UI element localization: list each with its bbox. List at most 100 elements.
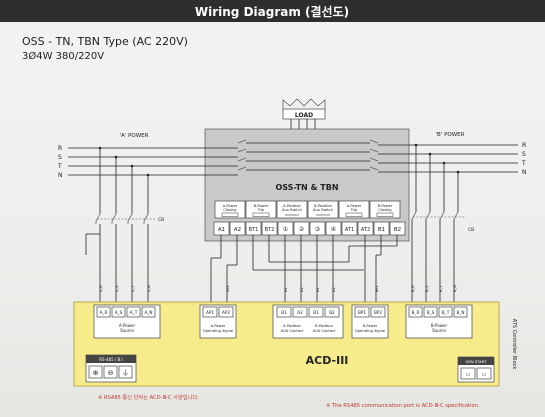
svg-text:AUX Contact: AUX Contact (281, 329, 304, 333)
svg-text:A_S: A_S (115, 310, 123, 315)
gen-start-port: GEN START ▭ ▭ (457, 356, 495, 383)
svg-text:B_T: B_T (442, 310, 450, 315)
svg-text:B-Position: B-Position (314, 204, 332, 208)
svg-text:B1: B1 (281, 310, 287, 315)
svg-text:AP1: AP1 (226, 285, 230, 292)
terminal-a1: A1 (218, 227, 225, 233)
svg-text:A2: A2 (297, 310, 303, 315)
svg-text:B_R: B_R (411, 285, 415, 292)
svg-text:AP1: AP1 (206, 310, 214, 315)
svg-text:A-Power: A-Power (223, 204, 238, 208)
svg-text:A_N: A_N (144, 310, 152, 315)
svg-text:A_T: A_T (130, 310, 138, 315)
b-phase-t: T (521, 160, 526, 167)
rs485-port: RS-485 / B.I ⊕ ⊖ ⏚ (85, 354, 137, 383)
svg-text:B-Position: B-Position (315, 324, 333, 328)
svg-text:A_R: A_R (100, 310, 108, 315)
svg-text:B_N: B_N (453, 285, 457, 292)
svg-text:Operating Signal: Operating Signal (203, 329, 233, 333)
svg-text:B2: B2 (332, 287, 336, 292)
rs485-ground-terminal: ⏚ (122, 369, 129, 377)
gen-start-terminal-1: ▭ (466, 372, 471, 378)
a-phase-s: S (58, 154, 62, 161)
b-breaker: CB (411, 143, 474, 246)
svg-text:A-Position: A-Position (283, 324, 301, 328)
svg-text:B-Power: B-Power (254, 204, 269, 208)
subtitle-system: 3Ø4W 380/220V (22, 50, 104, 62)
function-box-b-power-closing: B-Power Closing (369, 200, 401, 219)
terminal-bt1: BT1 (249, 227, 259, 233)
function-box-b-position-aux: B-Position Aux Switch (307, 200, 339, 219)
function-box-a-position-aux: A-Position Aux Switch (276, 200, 308, 219)
terminal-4: ④ (331, 226, 336, 233)
function-box-a-power-closing: A-Power Closing (214, 200, 246, 219)
terminal-at1: AT1 (345, 227, 354, 233)
terminal-bt2: BT2 (265, 227, 275, 233)
svg-text:A-Power: A-Power (211, 324, 226, 328)
terminal-2: ② (299, 226, 305, 233)
svg-text:BP1: BP1 (375, 285, 379, 292)
svg-text:B-Power: B-Power (363, 324, 378, 328)
acd-controller-block: ACD-III ATS Controller Block A_R A_S A_T… (73, 301, 517, 387)
a-phase-t: T (57, 163, 62, 170)
svg-text:B1: B1 (284, 287, 288, 292)
switch-terminals: A1 A2 BT1 BT2 ① ② ③ ④ AT1 AT2 B1 B2 (213, 221, 406, 236)
svg-text:B_S: B_S (425, 285, 429, 292)
svg-text:A_N: A_N (147, 285, 151, 292)
control-wires (99, 234, 455, 302)
b-phase-r: R (522, 142, 526, 149)
svg-text:AUX Contact: AUX Contact (313, 329, 336, 333)
controller-title: ACD-III (306, 354, 349, 367)
b-source-group: B_R B_S B_T B_N B-Power Source (405, 304, 473, 339)
b-operating-signal-group: BP1 BP2 B-Power Operating Signal (351, 304, 389, 339)
terminal-b1: B1 (378, 227, 385, 233)
svg-text:BP1: BP1 (358, 310, 366, 315)
svg-text:Operating Signal: Operating Signal (355, 329, 385, 333)
header-title: Wiring Diagram (결선도) (195, 4, 349, 19)
svg-text:Source: Source (432, 328, 446, 333)
function-box-a-power-trip: A-Power Trip (338, 200, 370, 219)
note-english: ※ The RS485 communication port is ACD-Ⅲ-… (326, 403, 480, 409)
svg-text:Aux Switch: Aux Switch (282, 208, 302, 212)
svg-text:Closing: Closing (378, 208, 391, 212)
rs485-plus-terminal: ⊕ (93, 369, 99, 377)
svg-text:AP2: AP2 (222, 310, 230, 315)
terminal-b2: B2 (394, 227, 401, 233)
svg-text:B_S: B_S (427, 310, 435, 315)
svg-text:Source: Source (120, 328, 134, 333)
gen-start-label: GEN START (465, 359, 487, 364)
svg-text:Closing: Closing (223, 208, 236, 212)
svg-text:B_N: B_N (456, 310, 464, 315)
rs485-minus-terminal: ⊖ (108, 369, 114, 377)
subtitle-type: OSS - TN, TBN Type (AC 220V) (22, 35, 188, 48)
a-source-group: A_R A_S A_T A_N A-Power Source (93, 304, 161, 339)
terminal-3: ③ (315, 226, 320, 233)
b-phase-n: N (522, 169, 527, 176)
load-label: LOAD (295, 112, 313, 119)
svg-text:A-Power: A-Power (119, 323, 136, 328)
svg-text:B2: B2 (329, 310, 335, 315)
svg-text:A_S: A_S (115, 285, 119, 292)
controller-side-label: ATS Controller Block (511, 319, 517, 370)
svg-text:A-Position: A-Position (283, 204, 301, 208)
b-power-label: 'B' POWER (436, 132, 465, 138)
gen-start-terminal-2: ▭ (482, 372, 487, 378)
note-korean: ※ RS485 통신 단자는 ACD-Ⅲ-C 사양입니다. (98, 393, 199, 401)
svg-text:B1: B1 (313, 310, 319, 315)
aux-contact-group: B1 A2 B1 B2 A-Position AUX Contact B-Pos… (272, 304, 344, 339)
svg-text:B2: B2 (300, 287, 304, 292)
terminal-a2: A2 (234, 227, 241, 233)
svg-text:B_T: B_T (439, 285, 443, 292)
svg-text:B-Power: B-Power (431, 323, 448, 328)
a-phase-r: R (58, 145, 62, 152)
terminal-1: ① (283, 226, 288, 233)
switch-panel: OSS-TN & TBN A-Power Closing B-Power Tri… (204, 128, 410, 242)
function-box-b-power-trip: B-Power Trip (245, 200, 277, 219)
a-phase-n: N (58, 172, 63, 179)
header-banner (0, 0, 545, 22)
a-power-label: 'A' POWER (120, 133, 149, 139)
svg-text:B-Power: B-Power (378, 204, 393, 208)
svg-text:Trip: Trip (257, 208, 265, 212)
